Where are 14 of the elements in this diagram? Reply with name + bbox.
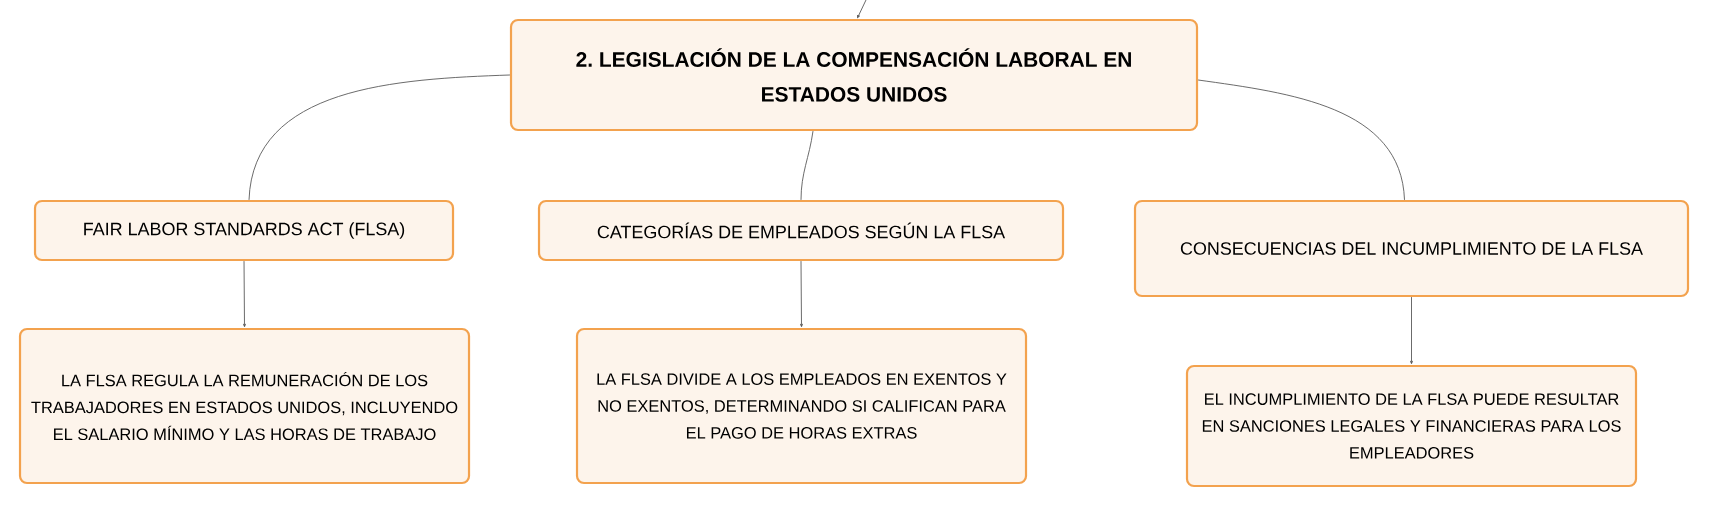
subtopic-box: CATEGORÍAS DE EMPLEADOS SEGÚN LA FLSA xyxy=(537,199,1065,262)
topic-box: 2. LEGISLACIÓN DE LA COMPENSACIÓN LABORAL EN ESTADOS UNIDOS xyxy=(509,18,1199,132)
connector-line xyxy=(1197,79,1405,201)
description-box: EL INCUMPLIMIENTO DE LA FLSA PUEDE RESULTAR EN SANCIONES LEGALES Y FINANCIERAS PARA LOS EMPLEADORES xyxy=(1185,364,1638,488)
arrow xyxy=(243,260,246,328)
arrow xyxy=(1410,296,1413,365)
arrow xyxy=(800,260,803,328)
subtopic-box: CONSECUENCIAS DEL INCUMPLIMIENTO DE LA FLSA xyxy=(1133,199,1690,298)
arrow xyxy=(857,0,867,19)
connector-line xyxy=(248,74,511,201)
connector-line xyxy=(800,130,814,201)
description-box: LA FLSA REGULA LA REMUNERACIÓN DE LOS TRABAJADORES EN ESTADOS UNIDOS, INCLUYENDO EL SALARIO MÍNIMO Y LAS HORAS DE TRABAJO xyxy=(18,327,471,485)
description-box: LA FLSA DIVIDE A LOS EMPLEADOS EN EXENTOS Y NO EXENTOS, DETERMINANDO SI CALIFICAN PARA EL PAGO DE HORAS EXTRAS xyxy=(575,327,1028,485)
subtopic-box: FAIR LABOR STANDARDS ACT (FLSA) xyxy=(33,199,455,262)
